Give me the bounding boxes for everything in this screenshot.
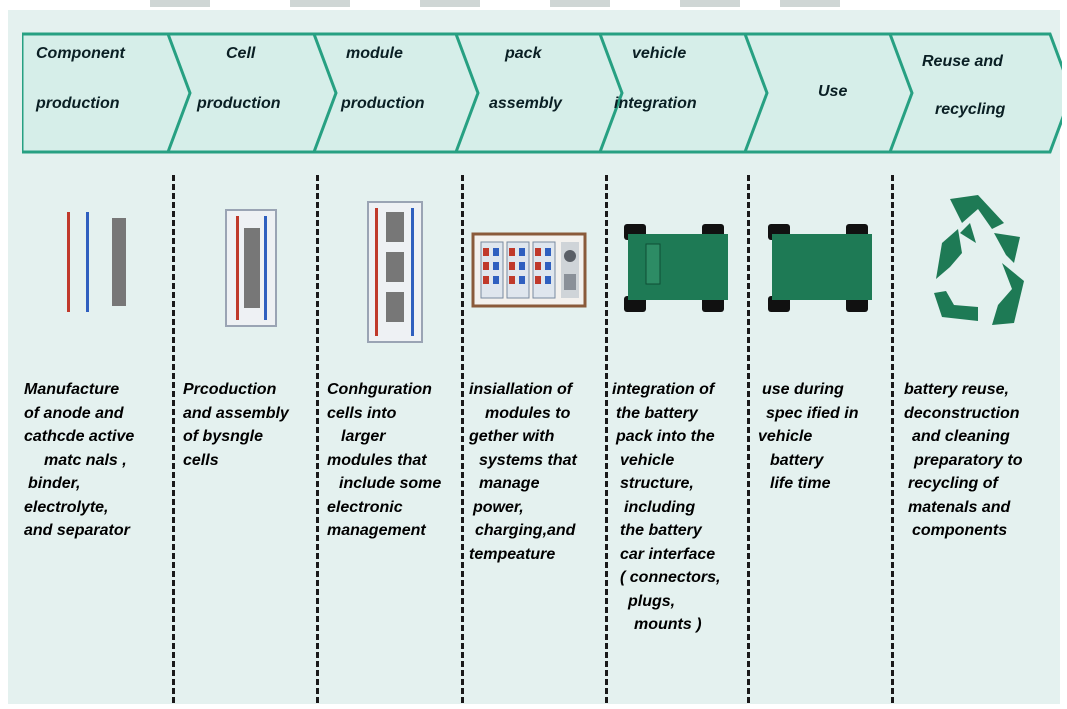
description-line: recycling of — [908, 475, 998, 492]
description-line: car interface — [620, 545, 716, 563]
stage-label-recycle: recycling — [935, 101, 1006, 118]
stage-description-recycle: battery reuse, deconstruction and cleaning… — [904, 378, 1022, 543]
vehicle-integration-icon — [624, 224, 728, 312]
column-divider — [316, 175, 319, 703]
column-divider — [172, 175, 175, 703]
vehicle-use-icon — [768, 224, 872, 312]
description-line: battery reuse, — [904, 381, 1009, 398]
description-line: systems that — [479, 451, 577, 469]
description-line: plugs, — [628, 592, 676, 610]
description-line: and assembly — [183, 404, 289, 422]
description-line: pack into the — [616, 428, 715, 445]
description-line: vehicle — [758, 428, 813, 445]
stage-label-use: Use — [818, 83, 848, 100]
battery-pack-icon — [471, 232, 587, 308]
description-line: modules that — [327, 451, 427, 469]
description-line: structure, — [620, 475, 694, 492]
description-line: integration of — [612, 381, 715, 398]
stage-description-pack: insiallation of modules to gether with syst… — [469, 378, 577, 566]
process-chevrons — [22, 32, 1062, 154]
description-line: the battery — [616, 404, 698, 422]
description-line: preparatory to — [914, 451, 1023, 469]
stage-description-use: use during spec ified in vehicle battery lif… — [758, 378, 858, 496]
stage-description-module: Conhguration cells into larger modules that… — [327, 378, 441, 543]
description-line: binder, — [28, 475, 81, 492]
description-line: cells — [183, 451, 219, 469]
description-line: electrolyte, — [24, 498, 109, 516]
description-line: spec ified in — [766, 404, 859, 422]
description-line: life time — [770, 475, 831, 492]
top-edge-marks — [150, 0, 840, 7]
description-line: cells into — [327, 404, 397, 422]
stage-label-vehicle: integration — [614, 95, 697, 112]
description-line: tempeature — [469, 545, 556, 563]
description-line: management — [327, 522, 426, 539]
stage-label-vehicle: vehicle — [632, 45, 687, 62]
description-line: components — [912, 522, 1008, 539]
description-line: manage — [479, 475, 540, 492]
stage-label-component: Component — [36, 45, 125, 62]
description-line: charging,and — [475, 522, 576, 539]
stage-label-pack: pack — [505, 45, 542, 62]
description-line: ( connectors, — [620, 569, 721, 586]
stage-label-recycle: Reuse and — [922, 53, 1003, 70]
stage-description-cell: Prcoduction and assembly of bysngle cells — [183, 378, 289, 472]
stage-label-cell: production — [197, 95, 281, 112]
description-line: the battery — [620, 522, 702, 539]
column-divider — [605, 175, 608, 703]
description-line: mounts ) — [634, 616, 702, 633]
description-line: of anode and — [24, 404, 124, 422]
description-line: include some — [339, 475, 442, 492]
battery-cell-icon — [225, 209, 277, 327]
description-line: Conhguration — [327, 381, 432, 398]
description-line: Manufacture — [24, 381, 120, 398]
column-divider — [461, 175, 464, 703]
description-line: deconstruction — [904, 404, 1020, 422]
battery-module-icon — [367, 201, 423, 343]
description-line: and cleaning — [912, 428, 1010, 445]
stage-label-module: production — [341, 95, 425, 112]
description-line: cathcde active — [24, 428, 135, 445]
description-line: matc nals , — [44, 451, 127, 469]
description-line: Prcoduction — [183, 381, 277, 398]
column-divider — [891, 175, 894, 703]
stage-label-component: production — [36, 95, 120, 112]
description-line: vehicle — [620, 451, 675, 469]
description-line: battery — [770, 451, 824, 469]
description-line: electronic — [327, 498, 403, 516]
description-line: larger — [341, 428, 386, 445]
description-line: matenals and — [908, 498, 1011, 516]
description-line: of bysngle — [183, 428, 264, 445]
stage-label-module: module — [346, 45, 403, 62]
description-line: and separator — [24, 522, 130, 539]
recycle-icon — [934, 195, 1024, 325]
stage-description-vehicle: integration of the battery pack into the ve… — [612, 378, 720, 637]
description-line: including — [624, 498, 696, 516]
stage-description-component: Manufacture of anode and cathcde active mat… — [24, 378, 134, 543]
stage-label-pack: assembly — [489, 95, 562, 112]
column-divider — [747, 175, 750, 703]
description-line: power, — [473, 498, 524, 516]
electrode-layers-icon — [67, 212, 126, 312]
description-line: insiallation of — [469, 381, 573, 398]
description-line: gether with — [469, 428, 555, 445]
description-line: use during — [762, 381, 844, 398]
stage-label-cell: Cell — [226, 45, 256, 62]
description-line: modules to — [485, 404, 571, 422]
chevron-recycle — [887, 32, 1062, 154]
